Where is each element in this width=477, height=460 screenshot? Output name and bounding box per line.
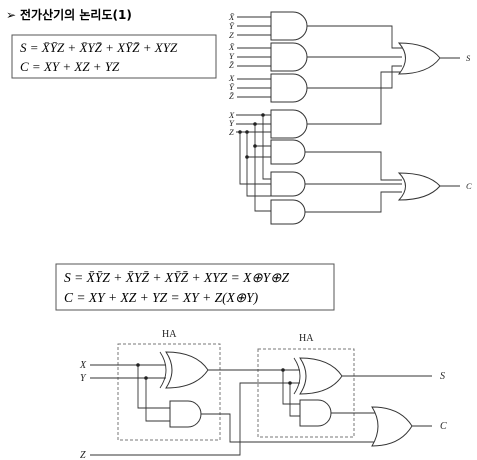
input-x-label: X <box>79 360 87 371</box>
and2-input-1-label: X̄ <box>228 42 235 52</box>
and4-input-1-label: X <box>228 110 235 120</box>
and-gate-5 <box>270 139 306 165</box>
equation-box-1 <box>11 34 217 79</box>
ha2-and-gate <box>299 399 332 427</box>
and3-input-1-label: X <box>228 73 235 83</box>
slide-title: 전가산기의 논리도(1) <box>20 7 132 22</box>
and1-input-2-label: Ȳ <box>229 21 235 31</box>
half-adder-1-box <box>117 343 221 441</box>
sum-equation-xor: S = X̄ȲZ + X̄YZ̄ + XȲZ̄ + XYZ = X⊕Y⊕Z <box>64 270 289 285</box>
sum-output-label-2: S <box>440 371 445 382</box>
half-adder-2-label: HA <box>299 333 314 344</box>
equation-box-2 <box>55 263 335 311</box>
and-gate-3 <box>270 73 308 103</box>
title-arrow: ➢ <box>6 8 16 22</box>
half-adder-2-box <box>257 348 355 438</box>
input-z-label: Z <box>80 450 86 460</box>
and-gate-7 <box>270 199 306 225</box>
carry-or-gate <box>371 406 413 447</box>
sum-output-label: S <box>466 53 471 63</box>
input-y-label: Y <box>80 373 87 384</box>
carry-output-label: C <box>466 181 472 191</box>
and3-input-2-label: Ȳ <box>229 82 235 92</box>
sop-full-adder-circuit: X̄ Ȳ Z X̄ Y Z̄ X Ȳ Z̄ X Y Z <box>228 11 472 225</box>
and4-input-3-label: Z <box>229 127 234 137</box>
carry-equation: C = XY + XZ + YZ <box>20 59 120 74</box>
or-gate-sum <box>397 42 441 75</box>
carry-equation-xor: C = XY + XZ + YZ = XY + Z(X⊕Y) <box>64 290 259 305</box>
and1-input-1-label: X̄ <box>228 12 235 22</box>
and-gate-6 <box>270 171 306 197</box>
ha1-xor-gate <box>165 351 209 389</box>
and-gate-1 <box>270 11 308 41</box>
half-adder-1-label: HA <box>162 329 177 340</box>
ha2-xor-gate <box>299 357 343 395</box>
carry-output-label-2: C <box>440 421 447 432</box>
and2-input-3-label: Z̄ <box>229 60 234 70</box>
and-gate-2 <box>270 42 308 72</box>
and-gate-4 <box>270 109 308 139</box>
half-adder-full-adder-circuit: HA HA X Y Z S <box>79 329 447 460</box>
or-gate-carry <box>397 172 441 201</box>
and4-input-2-label: Y <box>229 118 235 128</box>
and2-input-2-label: Y <box>229 51 235 61</box>
ha1-and-gate <box>169 400 202 428</box>
and3-input-3-label: Z̄ <box>229 91 234 101</box>
and1-input-3-label: Z <box>229 30 234 40</box>
sum-equation: S = X̄ȲZ + X̄YZ̄ + XȲZ̄ + XYZ <box>20 40 178 55</box>
